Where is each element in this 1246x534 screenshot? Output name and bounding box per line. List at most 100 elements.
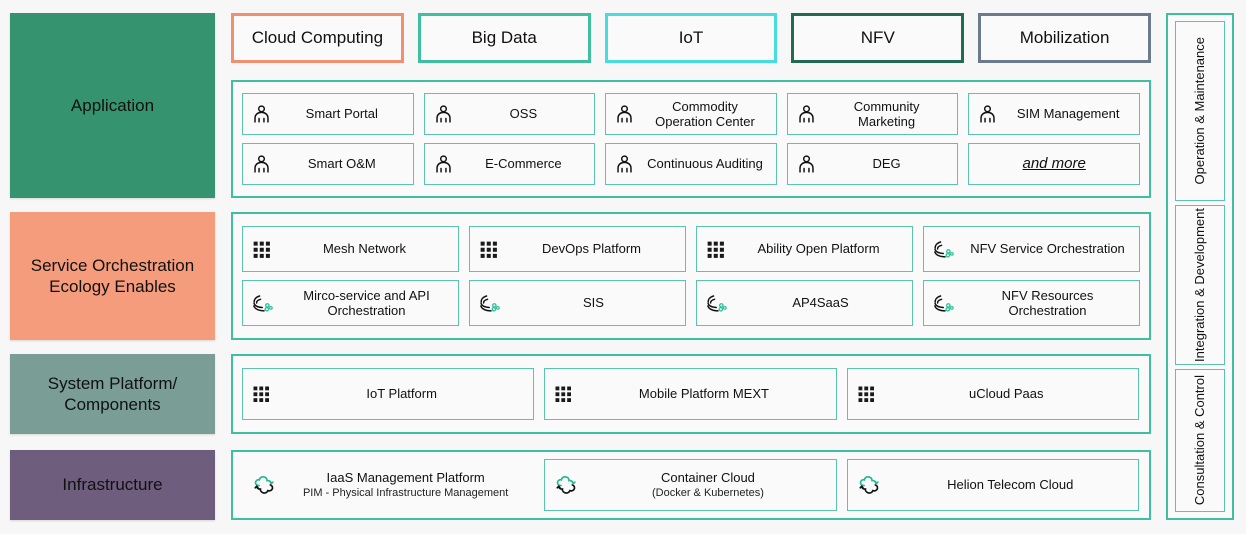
sidebar-item-label: Consultation & Control	[1191, 375, 1207, 506]
item-label: OSS	[509, 106, 538, 122]
item-label: Smart Portal	[305, 106, 378, 122]
item-text: Container Cloud(Docker & Kubernetes)	[588, 470, 827, 499]
layer-label-system-platform: System Platform/ Components	[10, 354, 215, 434]
person-icon	[799, 104, 814, 123]
application-item[interactable]: SIM Management	[968, 93, 1140, 135]
item-text: IoT Platform	[278, 386, 525, 401]
infrastructure-item[interactable]: Container Cloud(Docker & Kubernetes)	[544, 459, 837, 511]
layer-label-text: Infrastructure	[62, 475, 163, 495]
tag-label: IoT	[678, 28, 704, 47]
service-item[interactable]: AP4SaaS	[696, 280, 913, 326]
service-item[interactable]: Mirco-service and API Orchestration	[242, 280, 459, 326]
person-icon	[435, 154, 451, 173]
system-item[interactable]: uCloud Paas	[846, 368, 1139, 420]
sidebar-item-consultation-control[interactable]: Consultation & Control	[1175, 369, 1225, 512]
application-item[interactable]: Continuous Auditing	[605, 143, 777, 185]
cloud-icon	[556, 475, 577, 494]
item-label: DEG	[872, 156, 901, 172]
item-label: SIS	[583, 295, 604, 311]
orchestration-icon	[480, 294, 500, 312]
item-label: IaaS Management Platform	[326, 470, 485, 486]
application-item[interactable]: Community Marketing	[786, 93, 959, 135]
sidebar-item-integration-development[interactable]: Integration & Development	[1175, 205, 1225, 365]
dot-grid-icon	[253, 241, 270, 258]
tag-nfv[interactable]: NFV	[791, 13, 965, 63]
service-items-grid: Mesh Network DevOps Platform Ability Open …	[233, 214, 1149, 338]
item-label: and more	[1022, 155, 1086, 173]
tag-label: Cloud Computing	[251, 28, 384, 47]
item-label: NFV Service Orchestration	[970, 241, 1125, 257]
item-text: Mesh Network	[279, 241, 450, 256]
item-text: SIS	[510, 295, 677, 310]
item-text: Mobile Platform MEXT	[580, 386, 827, 401]
tag-label: Mobilization	[1019, 28, 1110, 47]
item-text: uCloud Paas	[883, 386, 1130, 401]
person-icon	[254, 154, 269, 173]
application-panel: Smart Portal OSS Commodity Operation Cente…	[231, 80, 1151, 198]
person-icon	[799, 154, 814, 173]
item-text: Smart Portal	[279, 106, 405, 121]
item-label: Container Cloud	[660, 470, 755, 486]
application-item[interactable]: and more	[968, 143, 1140, 185]
tag-iot[interactable]: IoT	[604, 13, 778, 63]
person-icon	[980, 104, 996, 123]
dot-grid-icon	[480, 241, 497, 258]
item-sublabel: PIM - Physical Infrastructure Management	[302, 486, 509, 499]
sidebar-item-label: Integration & Development	[1191, 208, 1207, 362]
service-item[interactable]: Mesh Network	[242, 226, 459, 272]
dot-grid-icon	[253, 386, 269, 402]
item-label: IoT Platform	[366, 386, 437, 402]
application-item[interactable]: Smart O&M	[242, 143, 414, 185]
cloud-icon	[254, 475, 274, 494]
tag-mobilization[interactable]: Mobilization	[978, 13, 1151, 63]
tag-label: NFV	[860, 28, 895, 47]
layer-label-text: Service Orchestration Ecology Enables	[30, 255, 195, 296]
service-orchestration-panel: Mesh Network DevOps Platform Ability Open …	[231, 212, 1151, 340]
layer-label-infrastructure: Infrastructure	[10, 450, 215, 520]
item-label: Ability Open Platform	[757, 241, 880, 257]
item-label: Mesh Network	[322, 241, 407, 257]
dot-grid-icon	[555, 386, 572, 402]
sidebar-item-operation-maintenance[interactable]: Operation & Maintenance	[1175, 21, 1225, 201]
service-item[interactable]: NFV Service Orchestration	[923, 226, 1140, 272]
infrastructure-item[interactable]: Helion Telecom Cloud	[846, 459, 1139, 511]
item-label: E-Commerce	[485, 156, 562, 172]
service-item[interactable]: NFV Resources Orchestration	[923, 280, 1140, 326]
orchestration-icon	[934, 294, 954, 312]
service-item[interactable]: Ability Open Platform	[696, 226, 913, 272]
layer-label-application: Application	[10, 13, 215, 198]
item-label: AP4SaaS	[792, 295, 849, 311]
system-item[interactable]: Mobile Platform MEXT	[544, 368, 837, 420]
system-item[interactable]: IoT Platform	[242, 368, 535, 420]
item-text: NFV Resources Orchestration	[964, 288, 1131, 319]
item-text: SIM Management	[1005, 106, 1131, 121]
application-item[interactable]: Smart Portal	[242, 93, 414, 135]
layer-label-text: Application	[70, 95, 155, 115]
item-text: Community Marketing	[824, 99, 950, 130]
item-text: Smart O&M	[279, 156, 405, 171]
orchestration-icon	[707, 294, 727, 312]
service-item[interactable]: SIS	[469, 280, 686, 326]
item-label: Helion Telecom Cloud	[947, 477, 1074, 493]
item-sublabel: (Docker & Kubernetes)	[652, 486, 764, 499]
item-text: Mirco-service and API Orchestration	[283, 288, 450, 319]
tag-big-data[interactable]: Big Data	[417, 13, 591, 63]
right-sidebar: Operation & Maintenance Integration & De…	[1166, 13, 1234, 520]
item-label: DevOps Platform	[542, 241, 641, 257]
application-item[interactable]: OSS	[423, 93, 596, 135]
application-item[interactable]: Commodity Operation Center	[605, 93, 777, 135]
layer-label-text: System Platform/ Components	[47, 373, 178, 414]
item-text: Ability Open Platform	[733, 241, 904, 256]
item-text: Continuous Auditing	[642, 156, 768, 171]
item-text: Commodity Operation Center	[642, 99, 768, 130]
item-text: E-Commerce	[461, 156, 587, 171]
service-item[interactable]: DevOps Platform	[469, 226, 686, 272]
application-item[interactable]: DEG	[786, 143, 959, 185]
item-text: OSS	[461, 106, 587, 121]
tag-label: Big Data	[471, 28, 537, 47]
application-item[interactable]: E-Commerce	[423, 143, 596, 185]
tag-cloud-computing[interactable]: Cloud Computing	[231, 13, 404, 63]
